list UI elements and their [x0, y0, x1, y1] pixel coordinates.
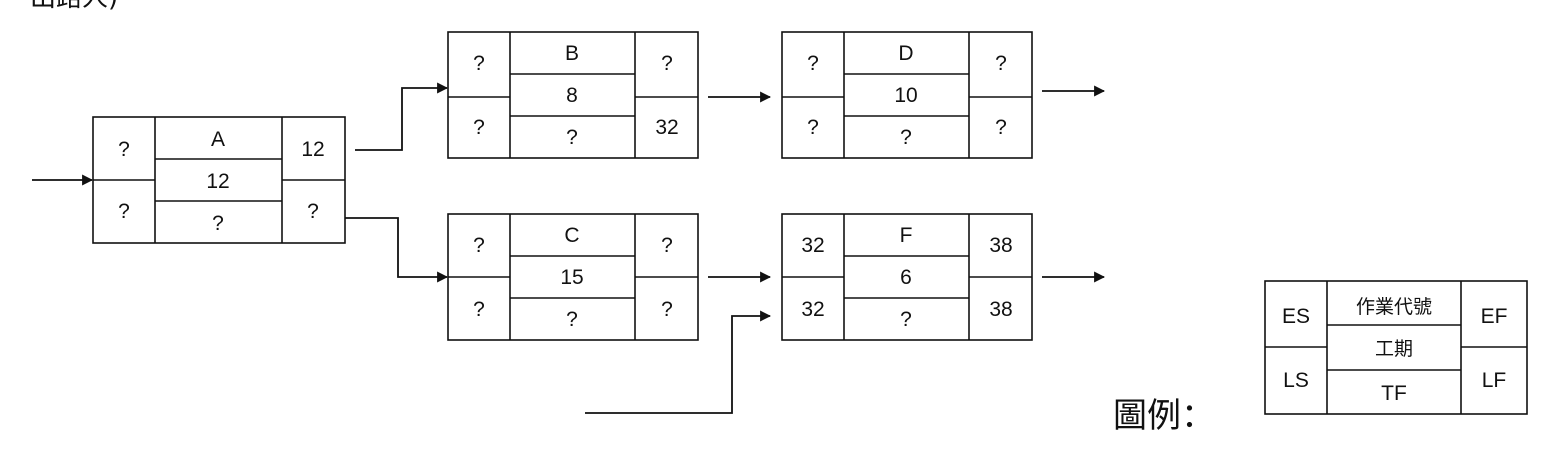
node-f-name: F: [900, 224, 913, 247]
activity-node-b: ? B ? ? 8 ? 32: [447, 31, 699, 159]
edge-a-to-c: [345, 217, 449, 283]
legend-duration: 工期: [1375, 338, 1413, 360]
node-b-lf: 32: [655, 116, 678, 139]
node-a-tf: ?: [212, 212, 224, 235]
legend-activity-name: 作業代號: [1356, 296, 1432, 318]
node-a-duration: 12: [206, 170, 229, 193]
activity-node-c: ? C ? ? 15 ? ?: [447, 213, 699, 341]
legend-node: ES 作業代號 EF LS 工期 TF LF: [1264, 280, 1528, 415]
legend-title: 圖例：: [1113, 396, 1215, 436]
node-f-duration: 6: [900, 266, 912, 289]
node-a-name: A: [211, 128, 225, 151]
node-a-lf: ?: [307, 200, 319, 223]
node-a-ls: ?: [118, 200, 130, 223]
node-d-tf: ?: [900, 126, 912, 149]
node-f-ls: 32: [801, 298, 824, 321]
node-c-name: C: [564, 224, 579, 247]
node-c-tf: ?: [566, 308, 578, 331]
legend-tf: TF: [1381, 382, 1407, 405]
node-b-ef: ?: [661, 52, 673, 75]
edge-other-to-f: [585, 310, 772, 414]
legend-es: ES: [1282, 305, 1310, 328]
node-c-duration: 15: [560, 266, 583, 289]
node-f-tf: ?: [900, 308, 912, 331]
legend-ls: LS: [1283, 369, 1309, 392]
node-c-ls: ?: [473, 298, 485, 321]
edge-a-to-b: [355, 82, 449, 151]
node-a-ef: 12: [301, 138, 324, 161]
activity-node-a: ? A 12 ? 12 ? ?: [92, 116, 346, 244]
node-c-es: ?: [473, 234, 485, 257]
node-f-es: 32: [801, 234, 824, 257]
node-c-lf: ?: [661, 298, 673, 321]
legend-ef: EF: [1481, 305, 1508, 328]
node-a-es: ?: [118, 138, 130, 161]
activity-node-f: 32 F 38 32 6 ? 38: [781, 213, 1033, 341]
header-text: 出路人): [30, 0, 118, 13]
node-b-duration: 8: [566, 84, 578, 107]
node-d-name: D: [898, 42, 913, 65]
node-b-name: B: [565, 42, 579, 65]
node-f-ef: 38: [989, 234, 1012, 257]
node-d-lf: ?: [995, 116, 1007, 139]
node-d-ef: ?: [995, 52, 1007, 75]
node-b-ls: ?: [473, 116, 485, 139]
node-c-ef: ?: [661, 234, 673, 257]
node-d-ls: ?: [807, 116, 819, 139]
node-b-es: ?: [473, 52, 485, 75]
legend-lf: LF: [1482, 369, 1507, 392]
node-d-es: ?: [807, 52, 819, 75]
activity-node-d: ? D ? ? 10 ? ?: [781, 31, 1033, 159]
node-f-lf: 38: [989, 298, 1012, 321]
node-d-duration: 10: [894, 84, 917, 107]
node-b-tf: ?: [566, 126, 578, 149]
